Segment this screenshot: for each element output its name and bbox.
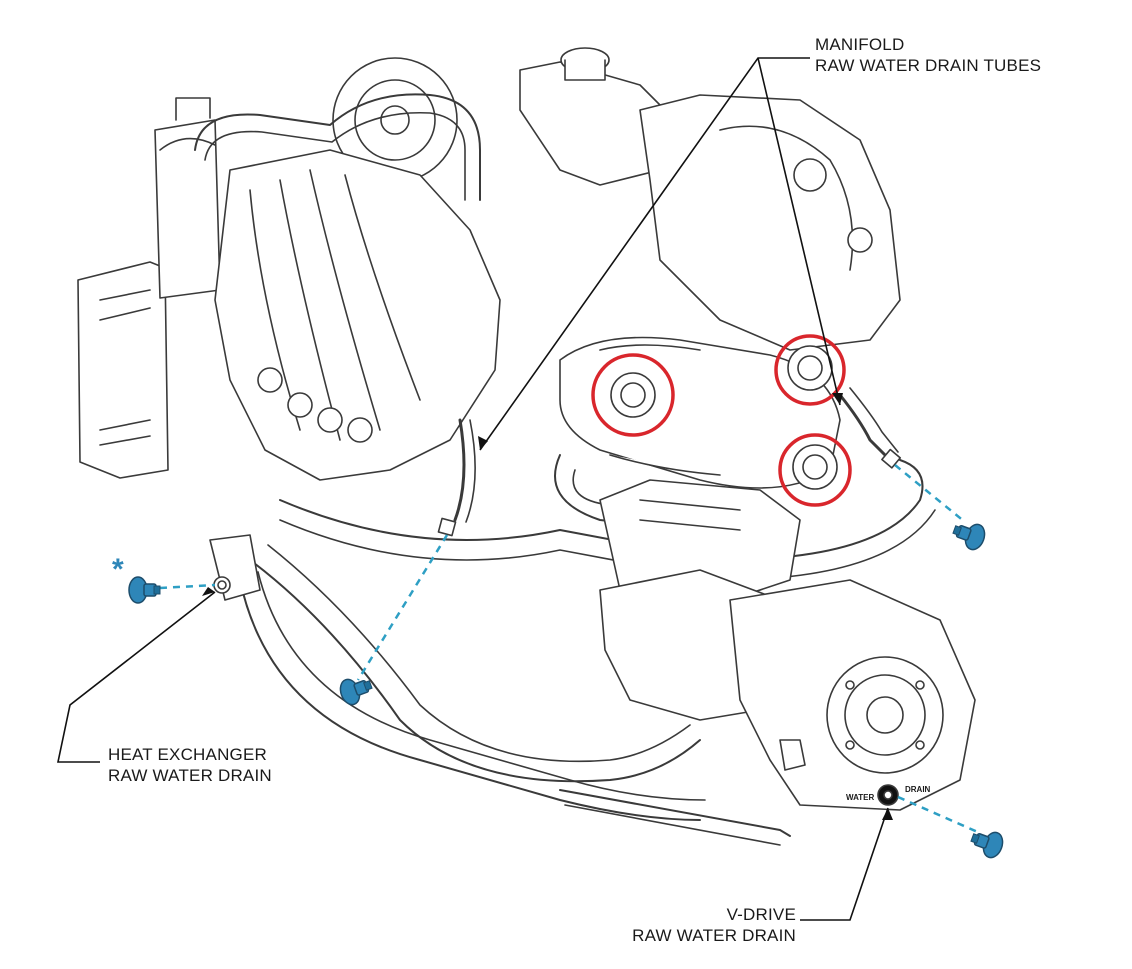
vdrive-label-line1: V-DRIVE	[726, 905, 796, 924]
drain-plug-icon	[949, 516, 989, 554]
vdrive-label-line2: RAW WATER DRAIN	[632, 926, 796, 945]
heat-exchanger-label-line2: RAW WATER DRAIN	[108, 766, 272, 785]
manifold-label: MANIFOLD RAW WATER DRAIN TUBES	[815, 34, 1041, 76]
arrowheads	[202, 393, 893, 820]
highlight-circle	[774, 334, 846, 406]
vdrive-label: V-DRIVE RAW WATER DRAIN	[632, 904, 796, 946]
heat-exchanger-label-line1: HEAT EXCHANGER	[108, 745, 267, 764]
asterisk-marker: *	[112, 553, 124, 586]
heat-exchanger-label: HEAT EXCHANGER RAW WATER DRAIN	[108, 744, 272, 786]
leader-lines	[57, 57, 889, 921]
drain-marking: DRAIN	[905, 785, 931, 794]
water-marking: WATER	[846, 793, 875, 802]
manifold-label-line2: RAW WATER DRAIN TUBES	[815, 56, 1042, 75]
highlight-circle	[591, 353, 675, 437]
highlight-circles	[591, 334, 852, 507]
dashed-guides	[159, 464, 981, 835]
manifold-label-line1: MANIFOLD	[815, 35, 905, 54]
highlight-circle	[778, 433, 852, 507]
drain-plug-icon	[128, 576, 161, 604]
engine-illustration	[77, 47, 976, 846]
